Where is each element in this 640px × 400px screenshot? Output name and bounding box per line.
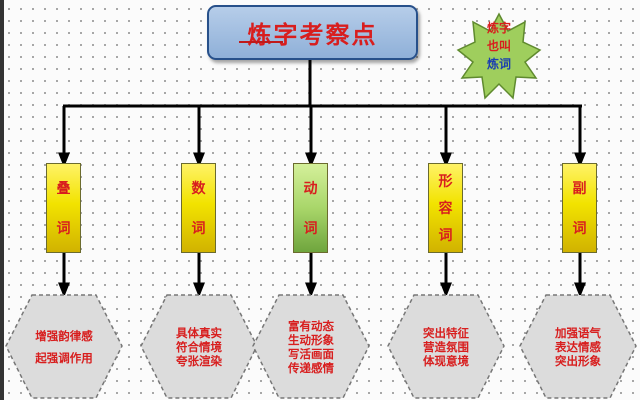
effect-line: 夸张渲染: [176, 353, 222, 368]
effect-line: 加强语气: [555, 325, 601, 340]
category-box-5: 副 词: [562, 163, 597, 253]
effect-text-1: 增强韵律感 起强调作用: [4, 293, 124, 400]
category-char: 词: [56, 221, 71, 237]
category-char: 叠: [56, 181, 71, 197]
effect-text-4: 突出特征 营造氛围 体现意境: [386, 293, 506, 400]
category-char: 容: [438, 200, 453, 217]
title-underline: [239, 41, 283, 43]
title-text: 炼字考察点: [247, 21, 378, 49]
category-char: 词: [572, 221, 587, 237]
effect-line: 富有动态: [288, 318, 334, 333]
effect-text-3: 富有动态 生动形象 写活画面 传递感情: [251, 293, 371, 400]
category-box-3: 动 词: [293, 163, 328, 253]
category-char: 动: [303, 181, 318, 197]
hexagon-3: [252, 294, 370, 399]
category-char: 词: [303, 221, 318, 237]
category-char: 词: [191, 221, 206, 237]
effect-line: 符合情境: [176, 339, 222, 354]
effect-line: 传递感情: [288, 360, 334, 375]
effect-line: 营造氛围: [423, 339, 469, 354]
category-box-1: 叠 词: [46, 163, 81, 253]
hexagon-2: [140, 294, 258, 399]
category-char: 形: [438, 174, 453, 191]
category-box-4: 形 容 词: [428, 163, 463, 253]
effect-line: 表达情感: [555, 339, 601, 354]
effect-text-5: 加强语气 表达情感 突出形象: [518, 293, 638, 400]
star-line-3: 炼词: [486, 57, 511, 71]
effect-text-2: 具体真实 符合情境 夸张渲染: [139, 293, 259, 400]
star-badge: [456, 12, 542, 100]
title-box: 炼字考察点: [207, 5, 418, 60]
effect-line: 具体真实: [176, 325, 222, 340]
hexagon-5: [519, 294, 637, 399]
hexagon-4: [387, 294, 505, 399]
effect-line: 增强韵律感: [35, 328, 93, 343]
category-char: 词: [438, 227, 453, 244]
category-char: 数: [191, 181, 206, 197]
star-line-1: 炼字: [486, 21, 511, 35]
effect-line: 突出形象: [555, 353, 601, 368]
effect-line: 生动形象: [288, 332, 334, 347]
category-char: 副: [572, 181, 587, 197]
star-line-2: 也叫: [486, 39, 511, 53]
effect-line: 起强调作用: [35, 350, 93, 365]
left-border: [0, 0, 4, 400]
hexagon-1: [5, 294, 123, 399]
effect-line: 写活画面: [288, 346, 334, 361]
effect-line: 突出特征: [423, 325, 469, 340]
category-box-2: 数 词: [181, 163, 216, 253]
star-note: 炼字 也叫 炼词: [456, 19, 542, 73]
effect-line: 体现意境: [423, 353, 469, 368]
